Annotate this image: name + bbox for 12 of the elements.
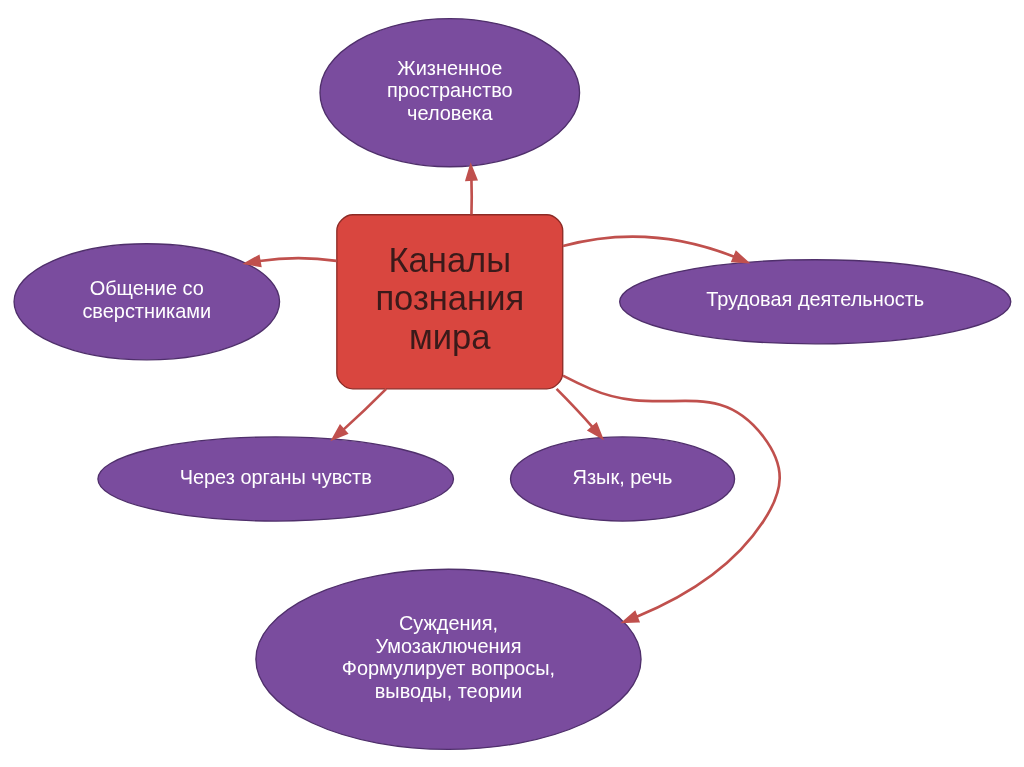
node-ellipse: Общение со сверстниками [12, 242, 280, 361]
node-ellipse: Язык, речь [509, 435, 735, 522]
node-ellipse: Жизненное пространство человека [318, 17, 580, 167]
arrow [562, 234, 750, 264]
arrow [464, 161, 478, 215]
node-box: Каналы познания мира [335, 213, 563, 390]
arrow [555, 387, 604, 440]
node-ellipse: Трудовая деятельность [618, 258, 1011, 345]
node-ellipse: Через органы чувств [96, 435, 454, 522]
arrow [241, 253, 337, 267]
arrow [329, 387, 387, 441]
arrow [561, 373, 781, 623]
